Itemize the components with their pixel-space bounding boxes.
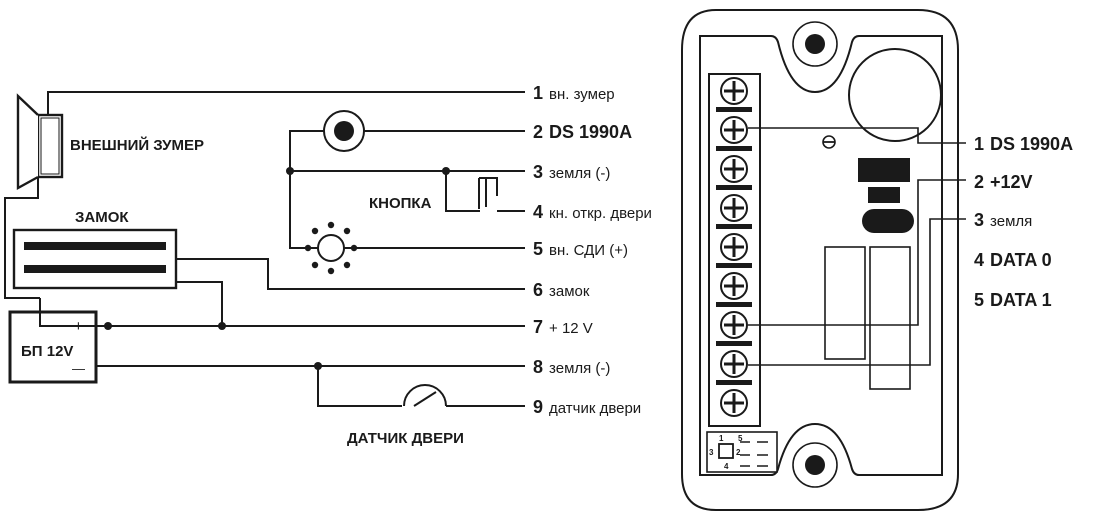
trace-12v: [748, 179, 966, 326]
door-sensor-label: ДАТЧИК ДВЕРИ: [347, 430, 464, 447]
wire-1: [47, 91, 525, 115]
psu-minus-label: —: [72, 361, 85, 376]
jumper-block: 1 5 3 2 4: [706, 431, 778, 473]
relay-2: [869, 246, 911, 390]
svg-text:1: 1: [719, 434, 724, 443]
screw-terminal-3: [716, 155, 752, 190]
reader-pin-2: 2+12V: [974, 172, 1033, 192]
wire-buzzer-return: [4, 177, 40, 299]
screw-terminal-5: [716, 233, 752, 268]
speaker-icon: [16, 93, 64, 191]
wire-7: [39, 298, 525, 327]
mounting-hole-bottom-icon: [792, 442, 838, 488]
screw-terminal-4: [716, 194, 752, 229]
buzzer-label: ВНЕШНИЙ ЗУМЕР: [70, 136, 204, 154]
trace-ground: [748, 218, 966, 366]
svg-text:4: 4: [724, 462, 729, 471]
lock-label: ЗАМОК: [75, 209, 129, 226]
screw-terminal-2: [716, 116, 752, 151]
door-sensor-icon: [403, 384, 447, 407]
chip-2: [868, 187, 900, 203]
mounting-hole-top-icon: [792, 21, 838, 67]
junction: [104, 322, 112, 330]
screw-terminal-7: [716, 311, 752, 346]
terminal-block: [708, 73, 761, 427]
chip-1: [858, 158, 910, 182]
relay-1: [824, 246, 866, 360]
screw-icon: [822, 135, 836, 149]
wire-6: [176, 258, 525, 290]
svg-text:5: 5: [738, 434, 743, 443]
wire-ibutton-ground: [289, 130, 324, 171]
wire-led-ground: [289, 171, 318, 249]
trace-ds1990a: [748, 127, 966, 144]
screw-terminal-9: [720, 389, 748, 417]
lock-icon: [12, 228, 178, 290]
svg-text:3: 3: [709, 448, 714, 457]
chip-3: [862, 209, 914, 233]
psu-label: БП 12V: [21, 343, 73, 360]
buzzer-disc-icon: [848, 48, 942, 142]
wire-door-sensor: [317, 366, 402, 407]
screw-terminal-8: [716, 350, 752, 385]
junction: [218, 322, 226, 330]
power-supply-icon: [8, 310, 98, 384]
screw-terminal-6: [716, 272, 752, 307]
push-button-icon: [445, 171, 525, 212]
terminal-7: 7+ 12 V: [533, 317, 593, 337]
screw-terminal-1: [716, 77, 752, 112]
ibutton-port-icon: [323, 110, 365, 152]
button-label: КНОПКА: [369, 195, 432, 212]
svg-text:2: 2: [736, 448, 741, 457]
wire-lock-power: [176, 281, 223, 326]
